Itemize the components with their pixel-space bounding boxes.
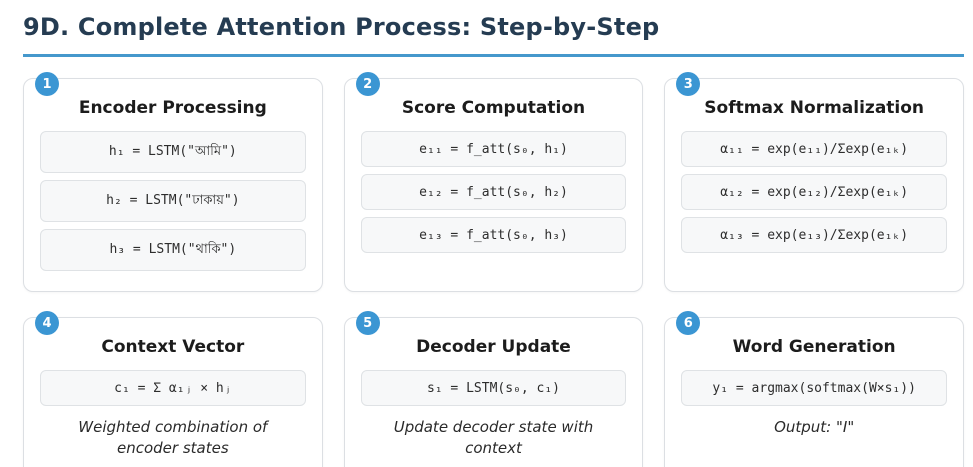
formula-list: c₁ = Σ α₁ⱼ × hⱼ	[40, 370, 306, 406]
step-title: Softmax Normalization	[704, 98, 925, 118]
formula-box: c₁ = Σ α₁ⱼ × hⱼ	[40, 370, 306, 406]
step-title: Decoder Update	[416, 337, 571, 357]
step-number-badge: 2	[355, 72, 380, 96]
step-title: Score Computation	[401, 98, 586, 118]
step-number-badge: 5	[355, 311, 380, 335]
formula-box: y₁ = argmax(softmax(W×s₁))	[681, 370, 947, 406]
page-title: 9D. Complete Attention Process: Step-by-…	[23, 13, 660, 41]
formula-box: α₁₃ = exp(e₁₃)/Σexp(e₁ₖ)	[681, 217, 947, 253]
formula-box: e₁₁ = f_att(s₀, h₁)	[360, 131, 627, 167]
step-number-badge: 4	[35, 311, 59, 335]
formula-box: e₁₂ = f_att(s₀, h₂)	[360, 174, 627, 210]
formula-list: α₁₁ = exp(e₁₁)/Σexp(e₁ₖ) α₁₂ = exp(e₁₂)/Σ…	[681, 131, 947, 253]
formula-list: s₁ = LSTM(s₀, c₁)	[360, 370, 627, 406]
step-card-1: 1 Encoder Processing h₁ = LSTM("আমি") h₂ …	[23, 72, 323, 292]
step-note: Update decoder state with context	[393, 418, 594, 457]
formula-list: y₁ = argmax(softmax(W×s₁))	[681, 370, 947, 406]
formula-box: α₁₁ = exp(e₁₁)/Σexp(e₁ₖ)	[681, 131, 947, 167]
steps-grid: 1 Encoder Processing h₁ = LSTM("আমি") h₂ …	[23, 72, 964, 467]
step-note: Output: "I"	[774, 418, 855, 436]
step-card-3: 3 Softmax Normalization α₁₁ = exp(e₁₁)/Σ…	[664, 72, 964, 292]
formula-box: h₂ = LSTM("ঢাকায়")	[40, 180, 306, 222]
formula-box: h₃ = LSTM("থাকি")	[40, 229, 306, 271]
step-number-badge: 6	[676, 311, 701, 335]
step-title: Context Vector	[101, 337, 245, 357]
formula-box: e₁₃ = f_att(s₀, h₃)	[360, 217, 627, 253]
step-card-4: 4 Context Vector c₁ = Σ α₁ⱼ × hⱼ Weighte…	[23, 311, 323, 467]
step-title: Encoder Processing	[78, 98, 267, 118]
formula-box: s₁ = LSTM(s₀, c₁)	[360, 370, 627, 406]
formula-list: e₁₁ = f_att(s₀, h₁) e₁₂ = f_att(s₀, h₂) e₁…	[360, 131, 627, 253]
step-card-5: 5 Decoder Update s₁ = LSTM(s₀, c₁) Updat…	[343, 311, 644, 467]
step-number-badge: 3	[676, 72, 701, 96]
step-card-6: 6 Word Generation y₁ = argmax(softmax(W×…	[664, 311, 964, 467]
formula-box: α₁₂ = exp(e₁₂)/Σexp(e₁ₖ)	[681, 174, 947, 210]
step-note: Weighted combination of encoder states	[78, 418, 268, 457]
formula-list: h₁ = LSTM("আমি") h₂ = LSTM("ঢাকায়") h₃ = …	[40, 131, 306, 271]
step-number-badge: 1	[35, 72, 59, 96]
slide-header: 9D. Complete Attention Process: Step-by-…	[23, 13, 964, 57]
step-title: Word Generation	[732, 337, 896, 357]
formula-box: h₁ = LSTM("আমি")	[40, 131, 306, 173]
step-card-2: 2 Score Computation e₁₁ = f_att(s₀, h₁)e…	[343, 72, 644, 292]
